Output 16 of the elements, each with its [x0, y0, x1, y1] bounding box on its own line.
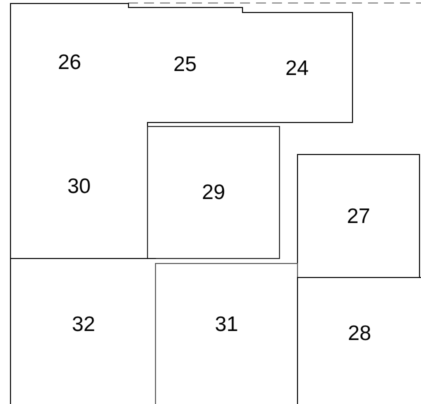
box-number: 32: [72, 312, 96, 336]
numbered-box: [155, 263, 298, 404]
box-number: 26: [58, 51, 82, 75]
box-number: 28: [348, 322, 372, 346]
numbered-box: [10, 258, 156, 404]
box-number: 29: [202, 180, 226, 204]
numbered-box: [10, 122, 148, 259]
box-number: 31: [214, 313, 238, 337]
box-number: 27: [346, 205, 370, 229]
box-number: 30: [67, 175, 91, 199]
box-number: 25: [173, 53, 197, 77]
numbered-box: [297, 154, 420, 278]
numbered-box: [297, 277, 421, 404]
box-number: 24: [285, 56, 309, 80]
numbered-box: [242, 12, 353, 123]
numbered-box: [147, 126, 280, 259]
